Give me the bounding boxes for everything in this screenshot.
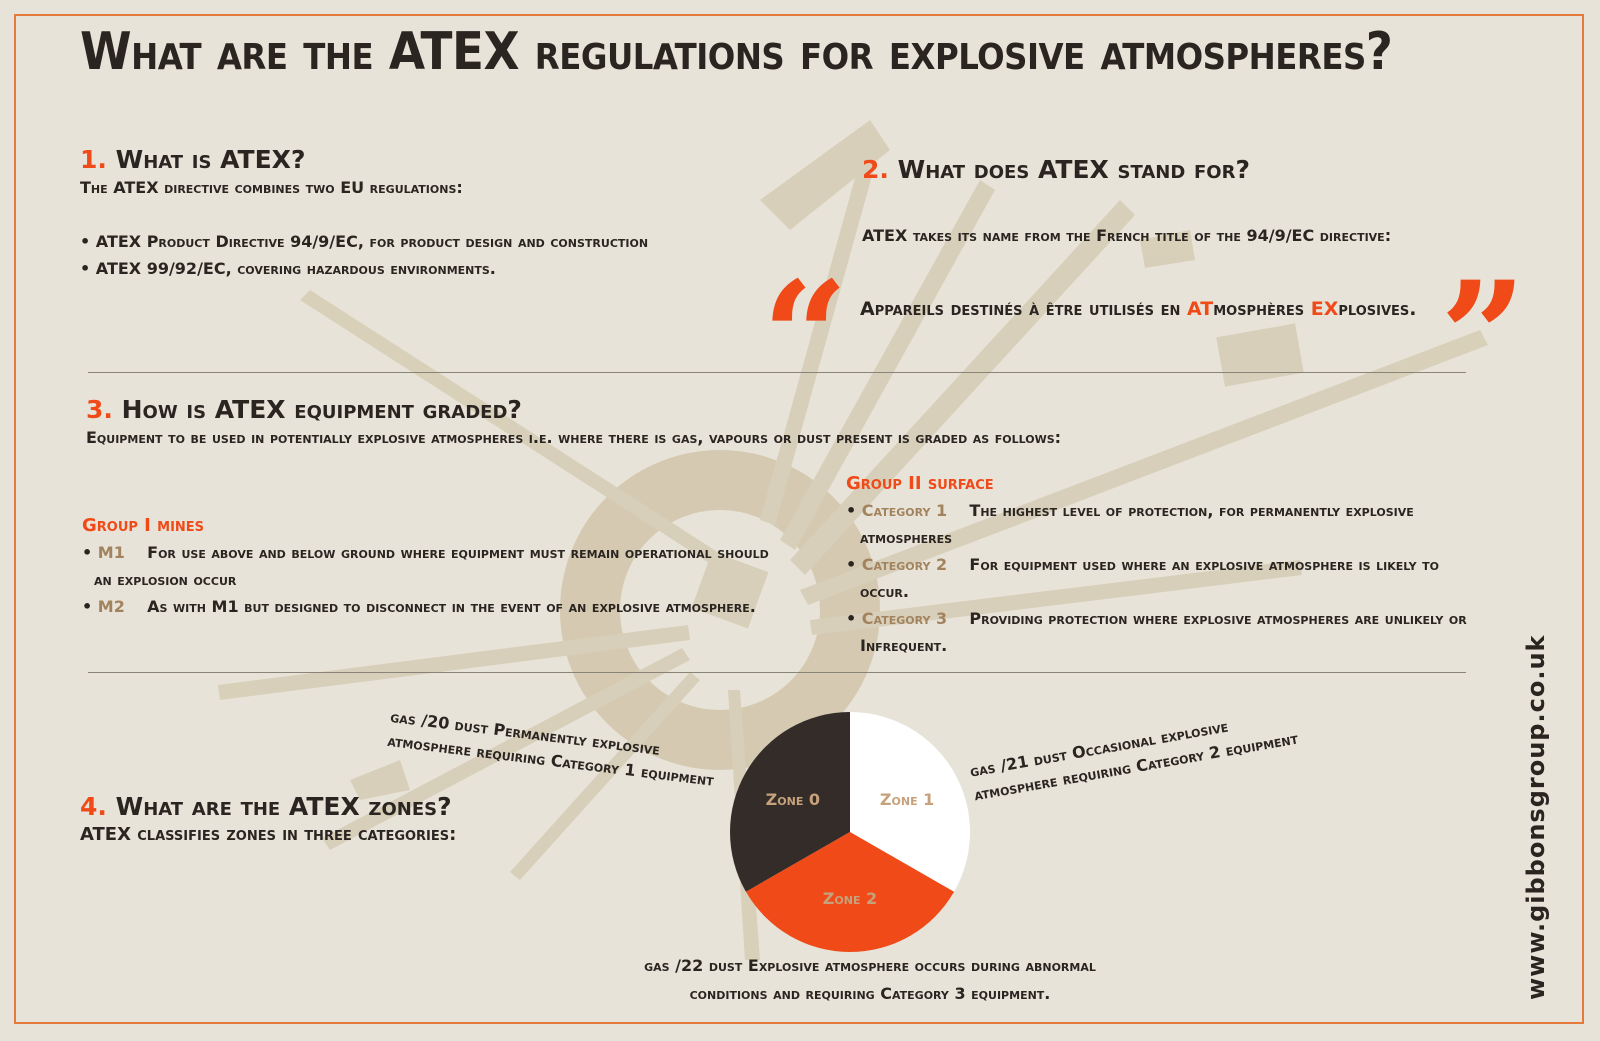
zone-pie-chart: Zone 0 Zone 1 Zone 2 [730, 712, 970, 952]
list-item: • Category 3 Providing protection where … [846, 609, 1467, 655]
section-divider [88, 372, 1466, 373]
pie-label-zone-0: Zone 0 [766, 790, 820, 809]
equipment-code: Category 1 [861, 501, 948, 520]
equipment-description: Providing protection where explosive atm… [860, 609, 1467, 655]
section-heading: 3. How is ATEX equipment graded? [86, 395, 1506, 424]
section-intro: ATEX classifies zones in three categorie… [80, 824, 457, 845]
close-quote-icon: ” [1440, 249, 1527, 425]
quote-text: mosphères [1213, 298, 1311, 320]
section-title: What are the ATEX zones? [115, 792, 452, 821]
group-title: Group II surface [846, 473, 994, 494]
section-atex-zones: 4. What are the ATEX zones? ATEX classif… [80, 792, 600, 848]
section-heading: 4. What are the ATEX zones? [80, 792, 600, 821]
section-number: 4. [80, 792, 107, 821]
page-title: What are the ATEX regulations for explos… [80, 22, 1393, 82]
equipment-description: For use above and below ground where equ… [94, 543, 769, 589]
section-number: 2. [862, 155, 889, 184]
equipment-description: As with M1 but designed to disconnect in… [147, 597, 756, 616]
section-what-does-atex-stand-for: 2. What does ATEX stand for? ATEX takes … [862, 155, 1502, 249]
equipment-code: Category 3 [861, 609, 948, 628]
section-intro: ATEX takes its name from the French titl… [862, 226, 1392, 245]
zone-description-line: conditions and requiring Category 3 equi… [689, 984, 1051, 1003]
equipment-description: For equipment used where an explosive at… [860, 555, 1439, 601]
list-item: • M1 For use above and below ground wher… [82, 543, 769, 589]
section-title: What is ATEX? [115, 145, 306, 174]
equipment-code: Category 2 [861, 555, 948, 574]
section-equipment-grading: 3. How is ATEX equipment graded? Equipme… [86, 395, 1506, 451]
list-item: • ATEX Product Directive 94/9/EC, for pr… [80, 232, 649, 251]
website-url: www.gibbonsgroup.co.uk [1522, 634, 1550, 1001]
equipment-description: The highest level of protection, for per… [860, 501, 1414, 547]
list-item: • Category 1 The highest level of protec… [846, 501, 1414, 547]
section-number: 3. [86, 395, 113, 424]
equipment-code: M2 [97, 597, 125, 616]
zone-description-line: gas /22 dust Explosive atmosphere occurs… [644, 956, 1096, 975]
section-heading: 2. What does ATEX stand for? [862, 155, 1502, 184]
list-item: • M2 As with M1 but designed to disconne… [82, 597, 756, 616]
quote-text: plosives. [1338, 298, 1417, 320]
section-number: 1. [80, 145, 107, 174]
regulation-list: • ATEX Product Directive 94/9/EC, for pr… [80, 228, 800, 282]
group-2-surface: Group II surface • Category 1 The highes… [846, 470, 1486, 659]
pie-slice-zone-0 [730, 712, 850, 892]
pie-label-zone-2: Zone 2 [823, 889, 877, 908]
list-item: • ATEX 99/92/EC, covering hazardous envi… [80, 259, 496, 278]
group-title: Group I mines [82, 515, 205, 536]
open-quote-icon: “ [762, 249, 849, 425]
section-title: How is ATEX equipment graded? [121, 395, 522, 424]
section-heading: 1. What is ATEX? [80, 145, 800, 174]
pie-slice-zone-1 [850, 712, 970, 892]
quote-highlight: EX [1310, 298, 1339, 320]
section-intro: The ATEX directive combines two EU regul… [80, 178, 463, 197]
quote-highlight: AT [1187, 298, 1214, 320]
section-title: What does ATEX stand for? [897, 155, 1250, 184]
equipment-code: M1 [97, 543, 125, 562]
group-1-mines: Group I mines • M1 For use above and bel… [82, 512, 782, 620]
atex-french-quote: Appareils destinés à être utilisés en AT… [860, 296, 1416, 323]
section-divider [88, 672, 1466, 673]
section-what-is-atex: 1. What is ATEX? The ATEX directive comb… [80, 145, 800, 282]
pie-label-zone-1: Zone 1 [880, 790, 934, 809]
section-intro: Equipment to be used in potentially expl… [86, 428, 1062, 447]
list-item: • Category 2 For equipment used where an… [846, 555, 1439, 601]
zone-2-description: gas /22 dust Explosive atmosphere occurs… [600, 952, 1140, 1008]
quote-text: Appareils destinés à être utilisés en [860, 298, 1187, 320]
pie-slice-zone-2 [745, 832, 955, 952]
